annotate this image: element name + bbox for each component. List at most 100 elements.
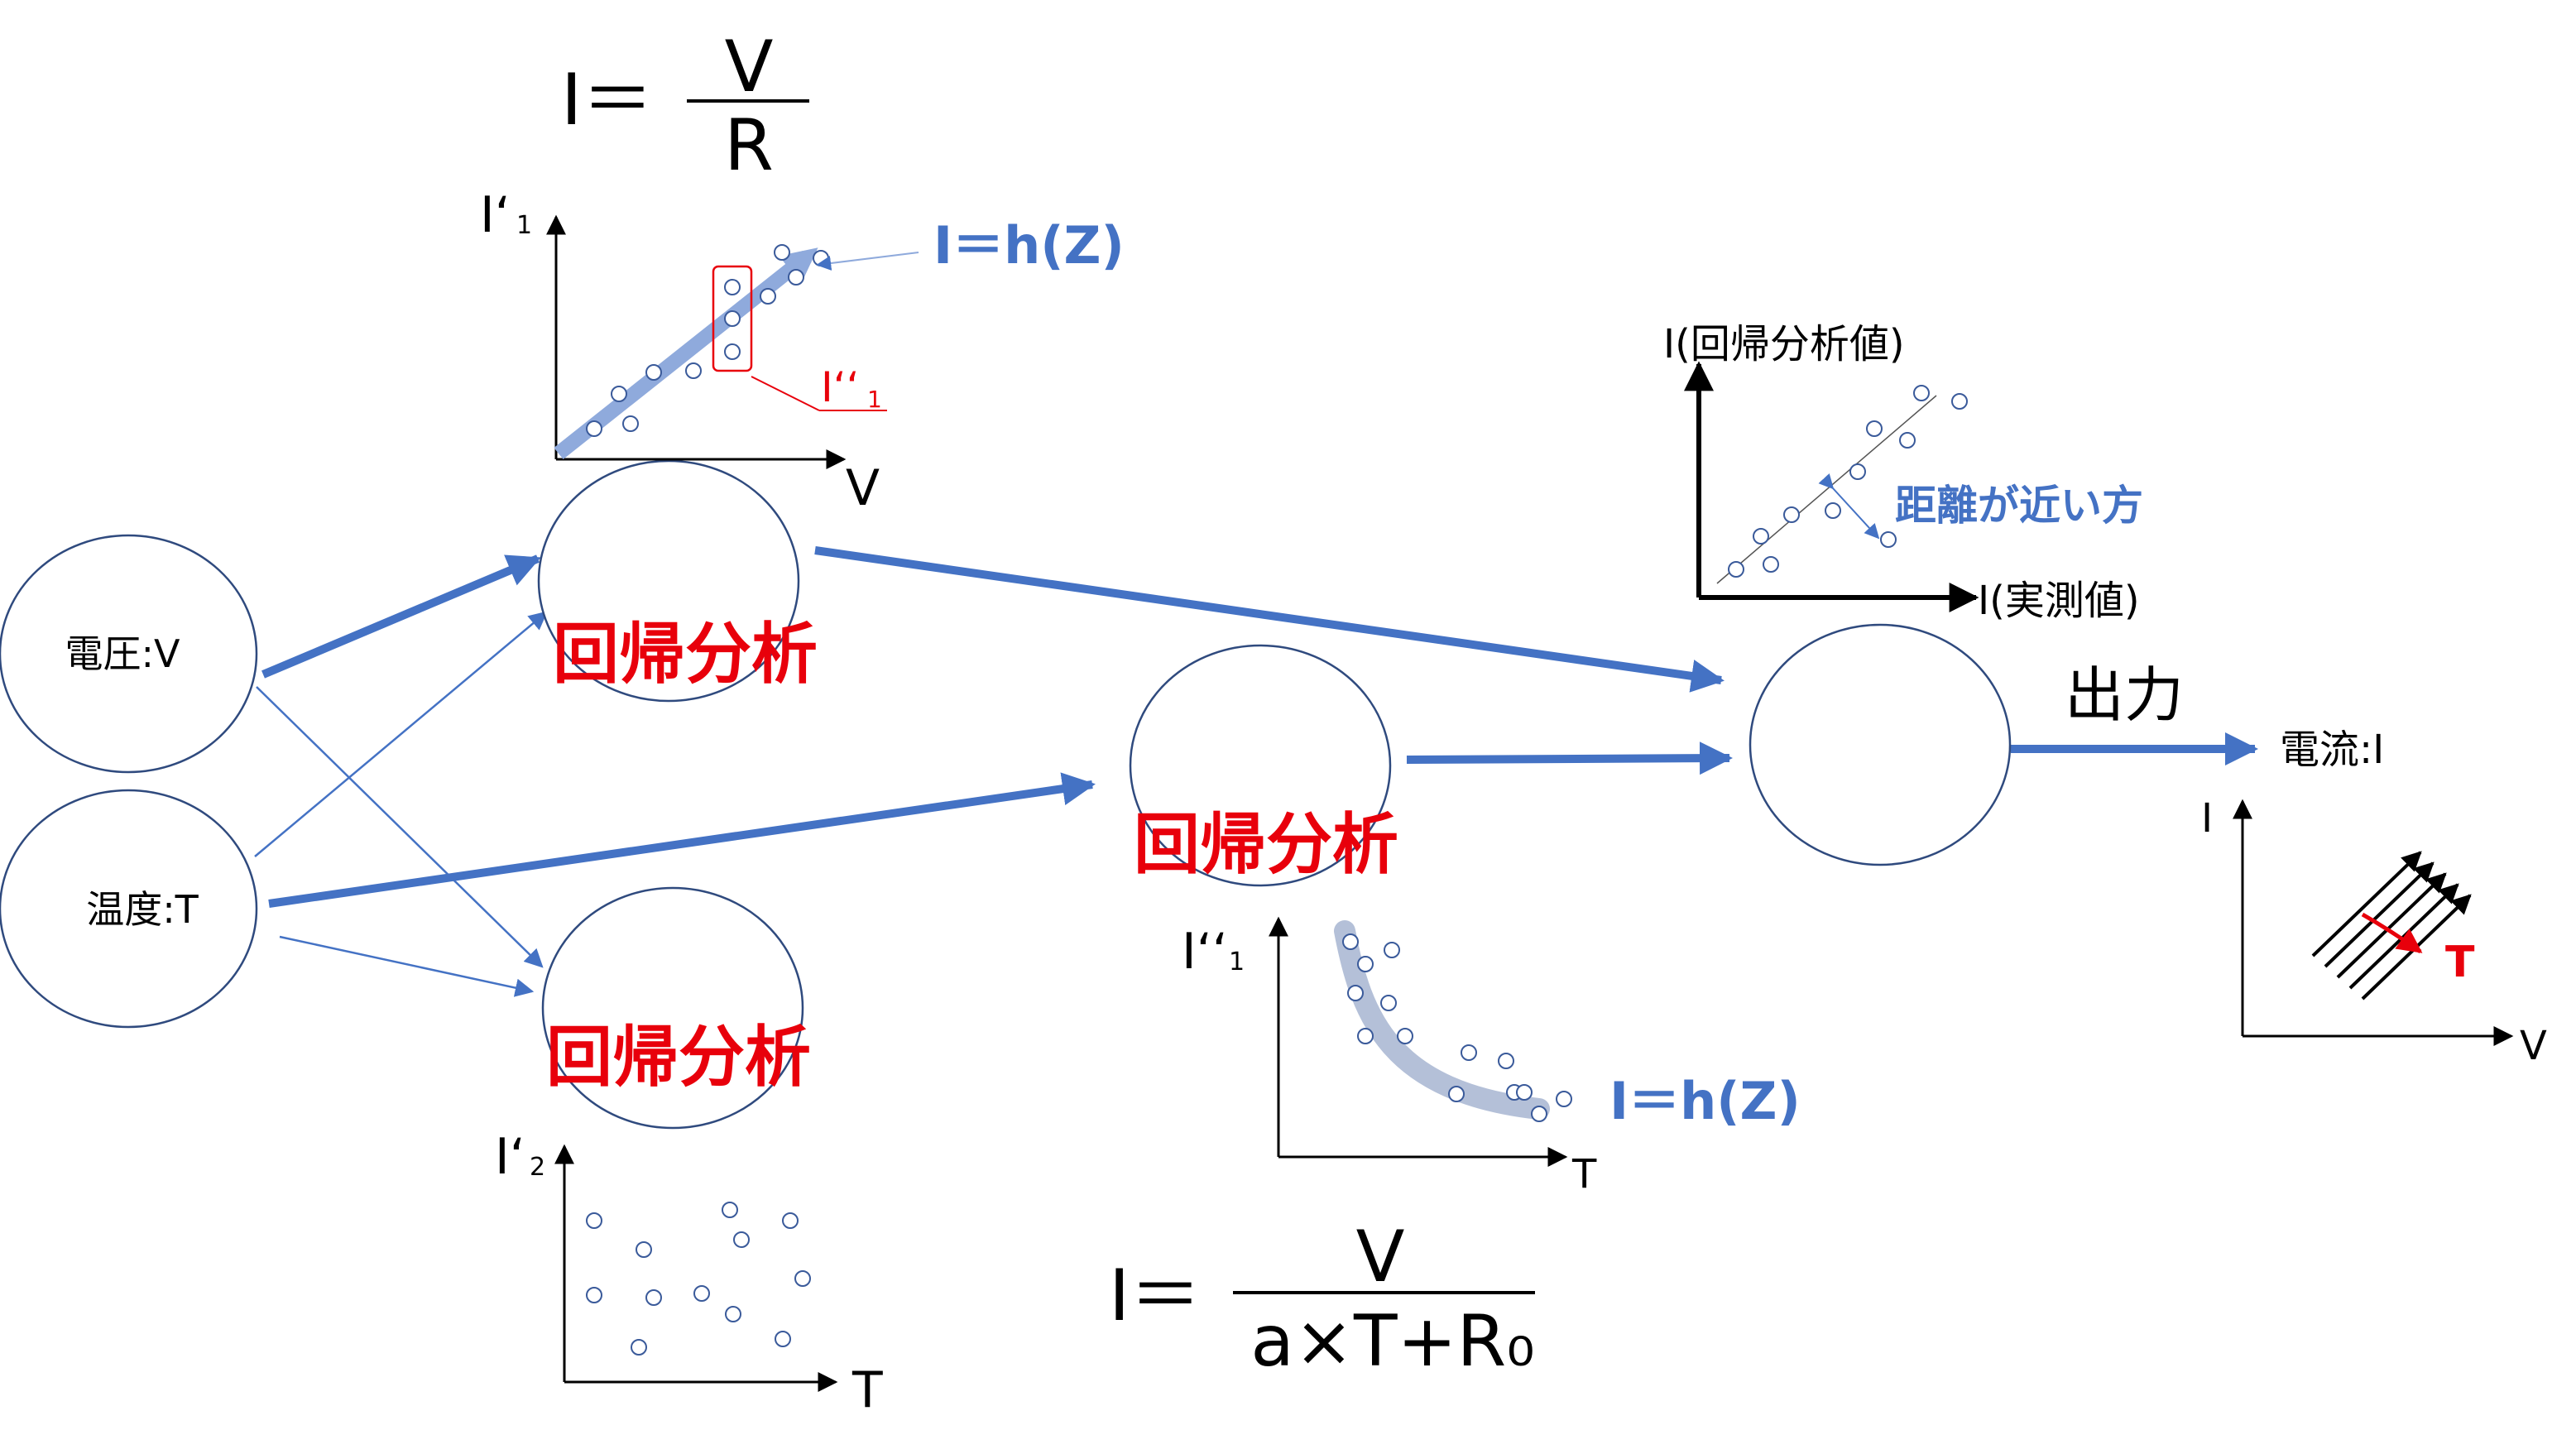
plot-iv-cluster-sub: 1: [867, 386, 882, 413]
scatter-point: [1380, 995, 1397, 1011]
scatter-point: [1849, 463, 1866, 480]
scatter-point: [1556, 1091, 1572, 1107]
arrow-temperature-to-reg2: [268, 772, 1096, 908]
plot-output-temperature-arrow: [2361, 912, 2423, 954]
scatter-point: [586, 1212, 602, 1229]
scatter-point: [1913, 385, 1930, 401]
plot-iv-points: [586, 244, 829, 437]
regression-labels: 回帰分析 回帰分析 回帰分析: [546, 616, 1398, 1096]
regression-label-3: 回帰分析: [546, 1019, 811, 1096]
plot-output-y-label: I: [2201, 795, 2213, 842]
scatter-point: [1783, 506, 1800, 523]
scatter-point: [1397, 1028, 1413, 1044]
plot-output-x-label: V: [2520, 1023, 2547, 1069]
regression-node-2[interactable]: [1129, 644, 1392, 887]
input-node-temperature[interactable]: [0, 789, 258, 1029]
plot-it1-fit-band: [1334, 920, 1550, 1120]
scatter-point: [788, 269, 804, 286]
scatter-point: [794, 1270, 811, 1287]
scatter-point: [1866, 420, 1883, 437]
formula-top-lhs: I＝: [561, 59, 653, 142]
input-node-voltage[interactable]: [0, 534, 258, 774]
combiner-node[interactable]: [1749, 623, 2012, 866]
plot-iv-cluster-label: I‘‘: [821, 363, 860, 411]
scatter-point: [1728, 561, 1744, 578]
formula-bottom-numerator: V: [1356, 1216, 1405, 1298]
scatter-point: [1880, 531, 1897, 548]
scatter-point: [611, 386, 627, 402]
arrow-voltage-to-reg1: [261, 554, 541, 679]
regression-label-2: 回帰分析: [1134, 806, 1398, 883]
scatter-point: [1384, 942, 1400, 958]
plot-output-param-label: T: [2445, 938, 2475, 987]
scatter-point: [1516, 1084, 1533, 1101]
plot-iv-y-label: I‘: [480, 186, 511, 244]
plot-iv-cluster-leader: [751, 376, 820, 411]
plot-compare-y-label: I(回帰分析値): [1663, 321, 1905, 367]
output-curve: [2336, 872, 2447, 979]
scatter-point: [1825, 502, 1841, 519]
formula-bottom: I＝ V a×T+R₀: [1109, 1216, 1535, 1383]
scatter-point: [693, 1285, 710, 1302]
plot-it2-y-sub: 2: [530, 1153, 545, 1182]
regression-label-1: 回帰分析: [553, 616, 818, 693]
scatter-point: [724, 343, 741, 360]
arrow-temperature-to-reg3: [279, 935, 535, 997]
plot-iv-fit-label: I＝h(Z): [933, 215, 1125, 276]
scatter-point: [645, 364, 662, 381]
input-label-voltage: 電圧:V: [65, 631, 180, 676]
scatter-point: [782, 1212, 799, 1229]
plot-it1-fit-label: I＝h(Z): [1609, 1071, 1801, 1131]
arrow-reg1-to-combiner: [814, 546, 1725, 693]
scatter-point: [1448, 1086, 1465, 1102]
scatter-point: [1461, 1044, 1477, 1061]
plot-iv-cluster-box: [712, 265, 753, 372]
plot-current1-vs-temperature: I＝h(Z) I‘‘ 1 T: [1182, 916, 1801, 1197]
scatter-point: [1498, 1053, 1514, 1069]
formula-bottom-denominator: a×T+R₀: [1250, 1300, 1535, 1383]
regression-node-3[interactable]: [541, 886, 804, 1130]
flow-arrows: [254, 546, 2258, 997]
scatter-point: [760, 288, 776, 305]
scatter-point: [1357, 956, 1374, 972]
scatter-point: [725, 1306, 741, 1322]
scatter-point: [1347, 985, 1364, 1001]
scatter-point: [1753, 528, 1769, 545]
plot-it1-y-sub: 1: [1229, 948, 1245, 977]
scatter-point: [1531, 1106, 1547, 1122]
formula-bottom-lhs: I＝: [1109, 1255, 1201, 1337]
plot-compare-x-label: I(実測値): [1978, 578, 2140, 624]
scatter-point: [586, 420, 602, 437]
arrow-voltage-to-reg3: [256, 686, 544, 968]
scatter-point: [622, 415, 639, 432]
formula-top: I＝ V R: [561, 26, 809, 187]
plot-iv-y-sub: 1: [516, 211, 532, 240]
output-curve: [2348, 883, 2459, 990]
formula-top-denominator: R: [724, 104, 774, 187]
scatter-point: [645, 1289, 662, 1306]
scatter-point: [1357, 1028, 1374, 1044]
output-curve: [2324, 861, 2434, 968]
plot-iv-x-label: V: [846, 459, 880, 517]
regression-node-1[interactable]: [537, 459, 800, 703]
scatter-point: [724, 279, 741, 295]
plot-compare-distance-marker: [1818, 473, 1880, 540]
input-label-temperature: 温度:T: [86, 887, 199, 932]
plot-current-vs-voltage: I‘‘ 1 I＝h(Z) I‘ 1 V: [480, 186, 1125, 517]
plot-it2-y-label: I‘: [495, 1128, 525, 1186]
scatter-point: [636, 1241, 652, 1258]
scatter-point: [733, 1231, 750, 1248]
plot-output-iv-family: T I V: [2201, 795, 2547, 1069]
scatter-point: [1899, 432, 1916, 449]
plot-it2-x-label: T: [851, 1361, 883, 1419]
plot-current2-vs-temperature: I‘ 2 T: [495, 1128, 883, 1419]
plot-compare-points: [1728, 385, 1968, 578]
nodes: 電圧:V 温度:T: [0, 459, 2012, 1130]
output-label: 出力: [2065, 660, 2184, 730]
scatter-point: [775, 1331, 791, 1347]
scatter-point: [724, 310, 741, 327]
plot-iv-fit-leader: [816, 252, 919, 271]
plot-compare-note: 距離が近い方: [1895, 482, 2143, 530]
scatter-point: [685, 362, 702, 379]
